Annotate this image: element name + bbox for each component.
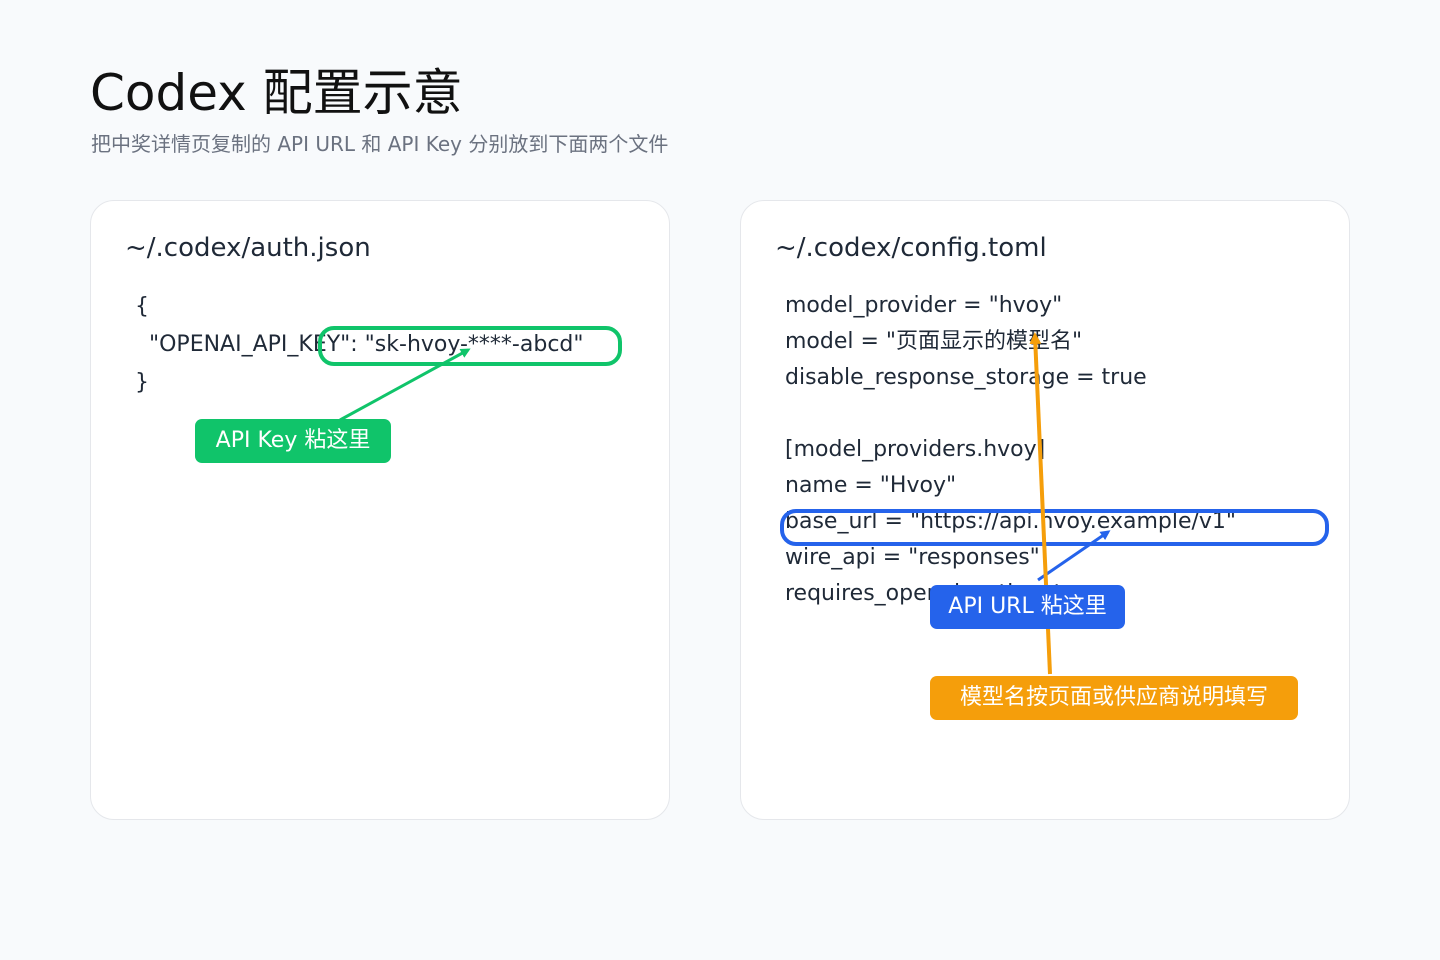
auth-code-line-2: "OPENAI_API_KEY": "sk-hvoy-****-abcd" xyxy=(135,332,584,357)
auth-json-card: ~/.codex/auth.json { "OPENAI_API_KEY": "… xyxy=(90,200,670,820)
auth-code-line-1: { xyxy=(135,294,149,319)
model-name-callout-label: 模型名按页面或供应商说明填写 xyxy=(930,676,1298,720)
config-code-line-5: [model_providers.hvoy] xyxy=(785,437,1046,462)
auth-json-filename: ~/.codex/auth.json xyxy=(125,233,371,263)
page-subtitle: 把中奖详情页复制的 API URL 和 API Key 分别放到下面两个文件 xyxy=(91,132,669,156)
config-code-line-7: base_url = "https://api.hvoy.example/v1" xyxy=(785,509,1237,534)
config-code-line-8: wire_api = "responses" xyxy=(785,545,1040,570)
config-toml-filename: ~/.codex/config.toml xyxy=(775,233,1047,263)
api-key-callout-label: API Key 粘这里 xyxy=(195,419,391,463)
config-toml-card: ~/.codex/config.toml model_provider = "h… xyxy=(740,200,1350,820)
config-code-line-3: disable_response_storage = true xyxy=(785,365,1147,390)
config-code-line-2: model = "页面显示的模型名" xyxy=(785,329,1083,354)
api-url-callout-label: API URL 粘这里 xyxy=(930,585,1125,629)
auth-code-line-3: } xyxy=(135,370,149,395)
config-code-line-6: name = "Hvoy" xyxy=(785,473,957,498)
config-code-line-1: model_provider = "hvoy" xyxy=(785,293,1063,318)
page-title: Codex 配置示意 xyxy=(90,64,463,122)
